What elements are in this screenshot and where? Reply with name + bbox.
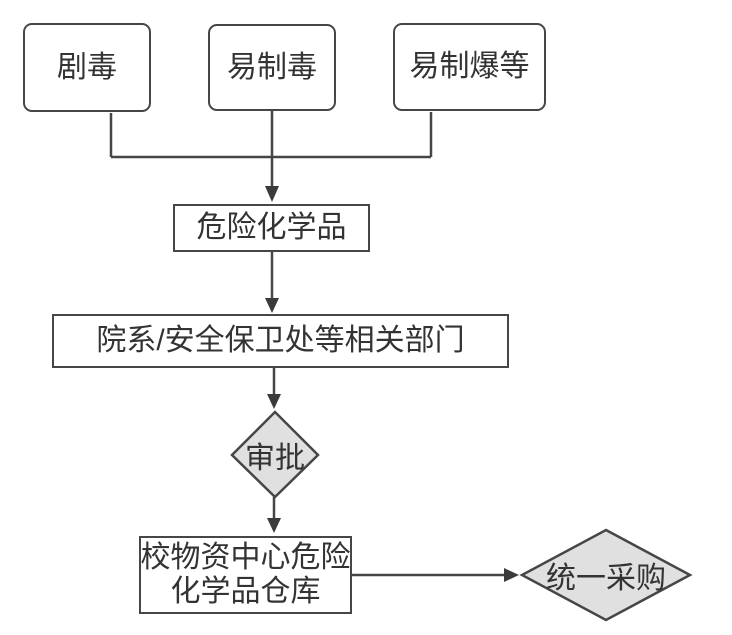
node-warehouse-label-line1: 校物资中心危险 — [140, 541, 351, 575]
node-approval-label: 审批 — [245, 441, 305, 475]
node-warehouse: 校物资中心危险 化学品仓库 — [139, 536, 352, 614]
node-explosive-precursor-label: 易制爆等 — [409, 50, 530, 84]
node-related-departments: 院系/安全保卫处等相关部门 — [52, 314, 509, 368]
merge-arrowhead-icon — [265, 186, 279, 202]
node-related-departments-label: 院系/安全保卫处等相关部门 — [96, 324, 465, 358]
node-unified-procurement: 统一采购 — [522, 530, 690, 620]
arrow-departments-to-approval-head-icon — [267, 394, 281, 409]
node-warehouse-label-line2: 化学品仓库 — [170, 575, 321, 608]
node-drug-precursor: 易制毒 — [208, 24, 336, 111]
node-approval: 审批 — [232, 412, 318, 497]
node-hazardous-chemicals-label: 危险化学品 — [196, 211, 347, 245]
node-unified-procurement-diamond-shape — [519, 528, 693, 622]
node-drug-precursor-label: 易制毒 — [227, 50, 317, 84]
node-highly-toxic: 剧毒 — [23, 23, 151, 112]
node-unified-procurement-label: 统一采购 — [546, 562, 666, 595]
node-approval-diamond-shape — [230, 410, 320, 499]
arrow-hazardous-to-departments-head-icon — [265, 298, 279, 313]
node-explosive-precursor: 易制爆等 — [393, 23, 546, 111]
node-highly-toxic-label: 剧毒 — [57, 50, 117, 84]
arrow-warehouse-to-procurement-head-icon — [504, 568, 519, 582]
merge-connector-line — [109, 110, 433, 188]
node-hazardous-chemicals: 危险化学品 — [173, 204, 370, 252]
arrow-approval-to-warehouse-head-icon — [267, 518, 281, 533]
